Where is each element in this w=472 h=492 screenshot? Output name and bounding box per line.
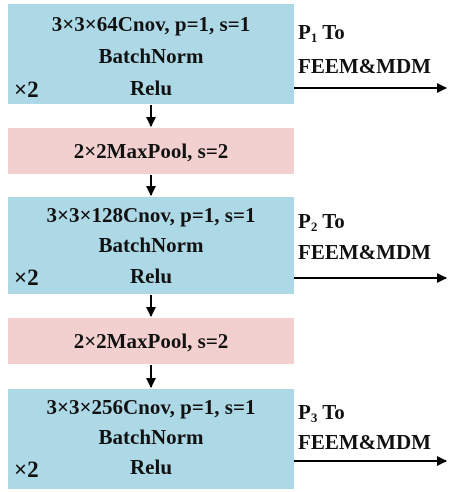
output-label-3-to: To: [317, 400, 345, 424]
output-label-2-sub: 2: [310, 219, 318, 234]
conv-block-2-conv: 3×3×128Cnov, p=1, s=1: [46, 203, 256, 227]
maxpool-block-2: 2×2MaxPool, s=2: [8, 318, 294, 364]
output-dest-2: FEEM&MDM: [298, 240, 431, 264]
conv-block-2-norm: BatchNorm: [98, 233, 204, 257]
output-label-3-prefix: P: [298, 400, 311, 424]
output-dest-1: FEEM&MDM: [298, 54, 431, 78]
conv-block-3-conv: 3×3×256Cnov, p=1, s=1: [46, 395, 256, 419]
conv-block-2: 3×3×128Cnov, p=1, s=1 BatchNorm Relu ×2: [8, 197, 294, 294]
output-label-2-prefix: P: [298, 209, 311, 233]
conv-block-3-norm: BatchNorm: [98, 425, 204, 449]
output-label-2: P2 To: [298, 209, 345, 239]
output-label-1-sub: 1: [310, 30, 318, 45]
conv-block-1: 3×3×64Cnov, p=1, s=1 BatchNorm Relu ×2: [8, 4, 294, 104]
output-label-1-to: To: [317, 20, 345, 44]
conv-block-1-act: Relu: [130, 76, 172, 100]
conv-block-1-repeat: ×2: [14, 77, 39, 102]
conv-block-2-act: Relu: [130, 264, 172, 288]
conv-block-3: 3×3×256Cnov, p=1, s=1 BatchNorm Relu ×2: [8, 389, 294, 489]
conv-block-2-repeat: ×2: [14, 265, 39, 290]
output-label-2-to: To: [317, 209, 345, 233]
conv-block-3-repeat: ×2: [14, 457, 39, 482]
output-label-3-sub: 3: [310, 410, 318, 425]
output-label-3: P3 To: [298, 400, 345, 430]
output-dest-3: FEEM&MDM: [298, 430, 431, 454]
output-label-1: P1 To: [298, 20, 345, 50]
output-label-1-prefix: P: [298, 20, 311, 44]
conv-block-1-conv: 3×3×64Cnov, p=1, s=1: [51, 12, 251, 36]
conv-block-1-norm: BatchNorm: [98, 44, 204, 68]
conv-block-3-act: Relu: [130, 455, 172, 479]
maxpool-block-1: 2×2MaxPool, s=2: [8, 128, 294, 174]
